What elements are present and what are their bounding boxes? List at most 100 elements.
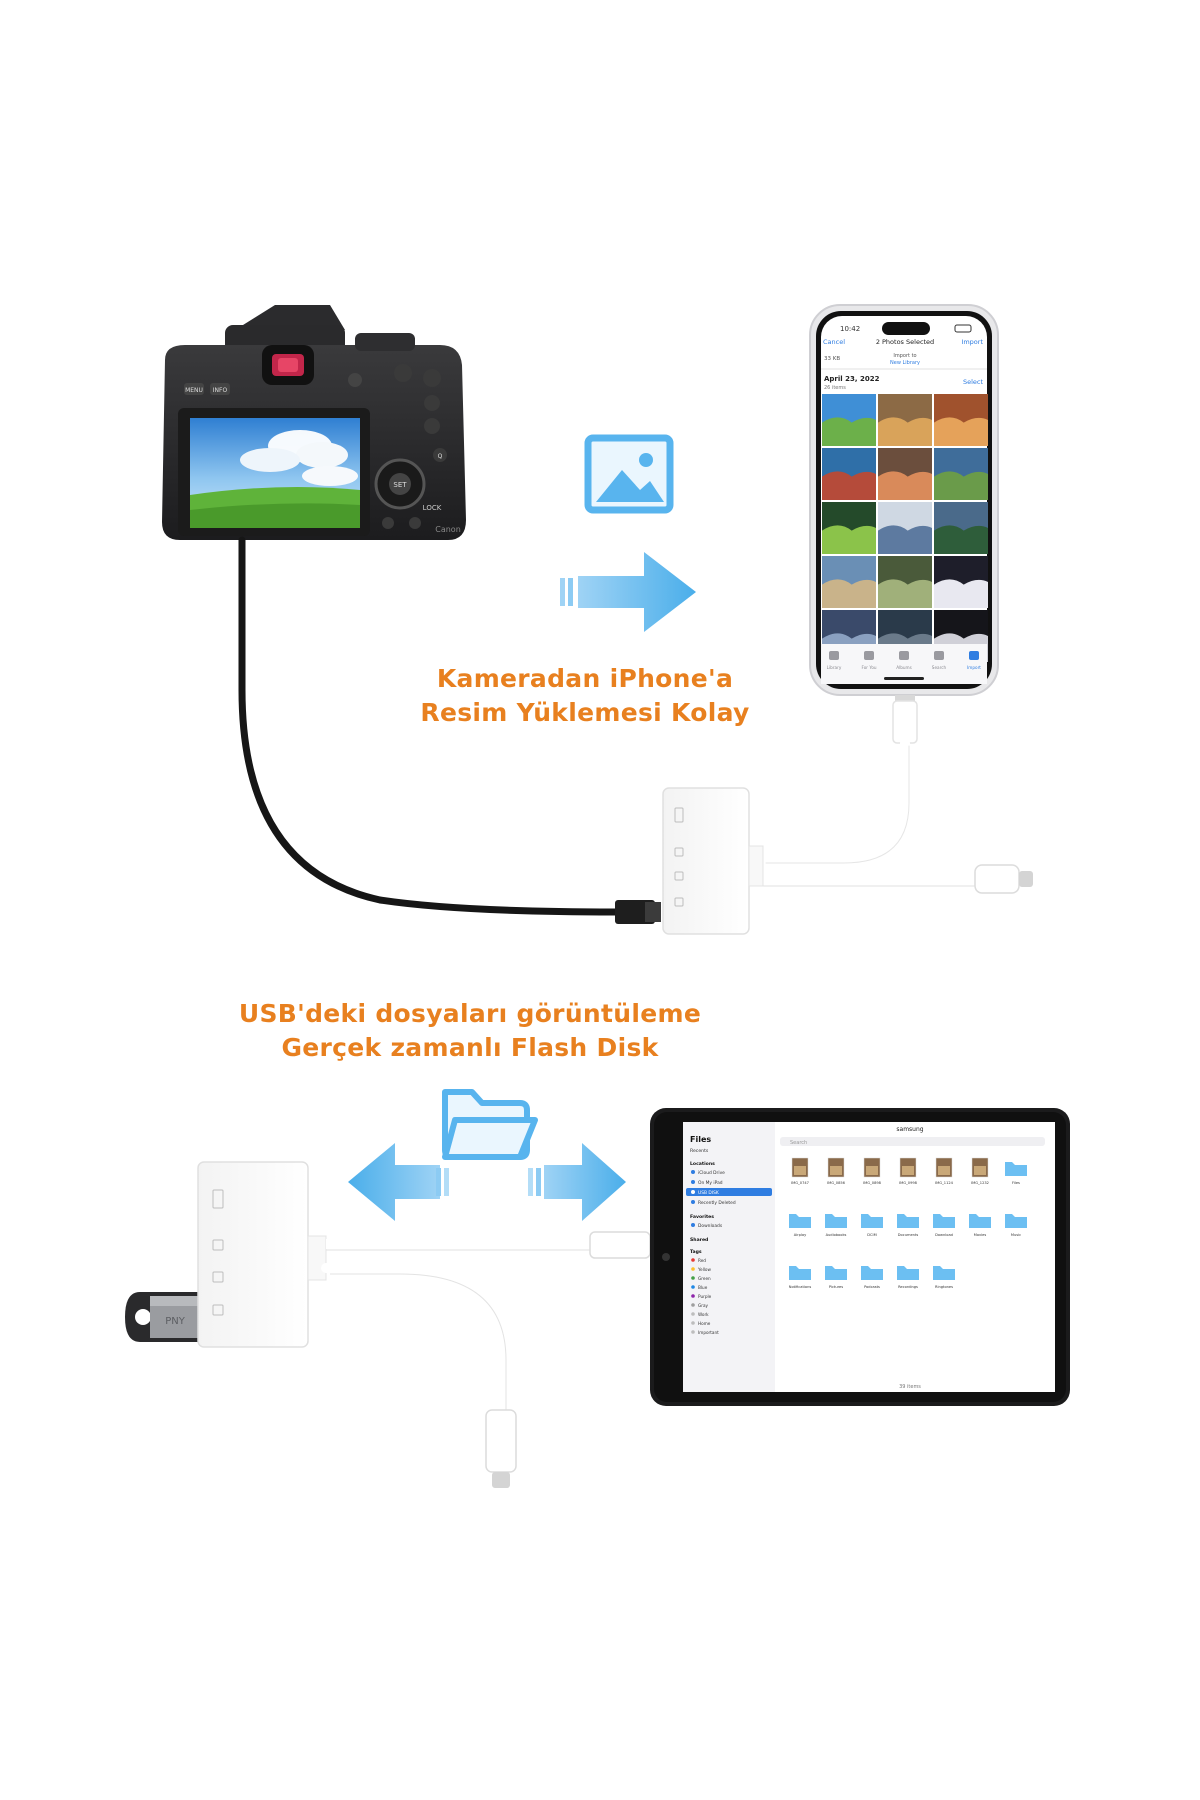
ipad-item-label: IMG_0747 (791, 1181, 809, 1185)
iphone-new-library[interactable]: New Library (890, 360, 920, 366)
ipad-folder-item[interactable]: Airplay (789, 1214, 811, 1237)
ipad-folder-item[interactable]: Movies (969, 1214, 991, 1237)
folder-icon (933, 1214, 955, 1228)
iphone-import-button[interactable]: Import (961, 338, 983, 346)
tag-dot-icon (691, 1294, 695, 1298)
camera: MENU INFO SET Q LOCK Canon (162, 305, 466, 540)
iphone-select-button[interactable]: Select (963, 378, 984, 386)
ipad-sidebar-favorite-item[interactable]: Downloads (698, 1223, 723, 1229)
ipad-file-item[interactable]: IMG_1124 (935, 1157, 954, 1185)
folder-icon (825, 1214, 847, 1228)
ipad-sidebar-tag-item[interactable]: Work (698, 1312, 709, 1317)
caption-usb-line1: USB'deki dosyaları görüntüleme (238, 999, 702, 1028)
iphone-tab-label: Import (967, 665, 981, 670)
photo-thumbnail[interactable] (934, 448, 988, 500)
arrow-right-top (560, 552, 696, 632)
iphone-photo-grid (822, 394, 988, 662)
tag-dot-icon (691, 1285, 695, 1289)
tag-dot-icon (691, 1258, 695, 1262)
ipad-usb-c-plug (589, 1231, 651, 1259)
iphone-tab-library[interactable]: Library (827, 651, 842, 670)
iphone: 10:42 Cancel 2 Photos Selected Import 33… (809, 304, 999, 744)
iphone-tab-albums[interactable]: Albums (896, 651, 912, 670)
ipad-sidebar-tag-item[interactable]: Yellow (697, 1267, 711, 1272)
ipad-file-item[interactable]: IMG_0998 (899, 1157, 918, 1185)
photo-thumbnail[interactable] (878, 448, 932, 500)
caption-usb-line2: Gerçek zamanlı Flash Disk (281, 1033, 659, 1062)
tag-dot-icon (691, 1267, 695, 1271)
camera-lock-label: LOCK (423, 504, 442, 512)
ipad-folder-item[interactable]: Podcasts (861, 1266, 883, 1289)
ipad-folder-item[interactable]: Notifications (789, 1266, 812, 1289)
ipad-sidebar-tag-item[interactable]: Gray (698, 1303, 709, 1308)
photo-thumbnail[interactable] (934, 556, 988, 608)
ipad-sidebar-locations-heading: Locations (690, 1161, 715, 1167)
ipad-folder-item[interactable]: Pictures (825, 1266, 847, 1289)
adapter-hub-bottom (197, 1161, 327, 1348)
photo-thumbnail[interactable] (822, 556, 876, 608)
photo-thumbnail[interactable] (822, 502, 876, 554)
tag-dot-icon (691, 1303, 695, 1307)
ipad-files-sidebar (683, 1122, 775, 1392)
photo-thumbnail[interactable] (934, 394, 988, 446)
download-icon (691, 1223, 695, 1227)
ipad-item-label: Audiobooks (826, 1233, 847, 1237)
iphone-tab-import[interactable]: Import (967, 651, 981, 670)
ipad-sidebar-location-item[interactable]: Recently Deleted (698, 1200, 736, 1206)
caption-camera-line1: Kameradan iPhone'a (436, 664, 734, 693)
ipad-item-label: Airplay (794, 1233, 807, 1237)
photo-thumbnail[interactable] (822, 448, 876, 500)
camera-usb-cable (238, 536, 619, 916)
iphone-tab-for-you[interactable]: For You (861, 651, 877, 670)
iphone-date-label: April 23, 2022 (824, 375, 880, 383)
ipad-item-label: Documents (898, 1233, 919, 1237)
folder-icon (861, 1214, 883, 1228)
folder-icon (897, 1214, 919, 1228)
ipad-item-label: Movies (974, 1233, 987, 1237)
ipad-sidebar-location-item[interactable]: USB DISK (698, 1190, 719, 1196)
iphone-tab-label: Albums (896, 665, 912, 670)
ipad-search-field[interactable] (780, 1137, 1045, 1146)
ipad-folder-item[interactable]: DCIM (861, 1214, 883, 1237)
ipad-sidebar-tag-item[interactable]: Purple (698, 1294, 712, 1299)
ipad-file-item[interactable]: IMG_0856 (827, 1157, 846, 1185)
ipad-sidebar-tag-item[interactable]: Home (698, 1321, 711, 1326)
ipad-sidebar-location-item[interactable]: On My iPad (698, 1180, 723, 1186)
folder-icon (969, 1214, 991, 1228)
ipad-sidebar-tag-item[interactable]: Blue (698, 1285, 708, 1290)
photo-thumbnail[interactable] (822, 394, 876, 446)
usb-c-plug-bottom (485, 1409, 517, 1473)
photo-thumbnail[interactable] (878, 556, 932, 608)
camera-brand-mark: Canon (435, 525, 461, 534)
ipad-sidebar-recents[interactable]: Recents (690, 1148, 709, 1154)
ipad-folder-item[interactable]: Recordings (897, 1266, 919, 1289)
ipad-file-item[interactable]: IMG_0747 (791, 1157, 809, 1185)
ipad-file-item[interactable]: IMG_0898 (863, 1157, 882, 1185)
ipad-folder-item[interactable]: Ringtones (933, 1266, 955, 1289)
iphone-cancel-button[interactable]: Cancel (823, 338, 845, 346)
ipad-folder-item[interactable]: Files (1005, 1162, 1027, 1185)
ipad-item-label: IMG_1232 (971, 1181, 989, 1185)
iphone-tab-search[interactable]: Search (932, 651, 947, 670)
usb-c-plug-top (974, 864, 1020, 894)
ipad-sidebar-location-item[interactable]: iCloud Drive (698, 1170, 725, 1176)
photo-thumbnail[interactable] (878, 394, 932, 446)
folder-icon (691, 1170, 695, 1174)
ipad-folder-item[interactable]: Download (933, 1214, 955, 1237)
ipad-sidebar-tag-item[interactable]: Red (698, 1258, 706, 1263)
ipad-folder-item[interactable]: Music (1005, 1214, 1027, 1237)
ipad-item-label: IMG_1124 (935, 1181, 954, 1185)
ipad-sidebar-tag-item[interactable]: Green (698, 1276, 711, 1281)
ipad-file-item[interactable]: IMG_1232 (971, 1157, 989, 1185)
tag-dot-icon (691, 1321, 695, 1325)
ipad-item-label: DCIM (867, 1233, 876, 1237)
caption-camera-to-iphone: Kameradan iPhone'a Resim Yüklemesi Kolay (395, 662, 775, 730)
ipad-sidebar-tag-item[interactable]: Important (698, 1330, 719, 1335)
photo-thumbnail[interactable] (878, 502, 932, 554)
iphone-tab-label: Search (932, 665, 947, 670)
photo-thumbnail[interactable] (934, 502, 988, 554)
ipad-folder-item[interactable]: Documents (897, 1214, 919, 1237)
folder-icon (825, 1266, 847, 1280)
ipad-folder-item[interactable]: Audiobooks (825, 1214, 847, 1237)
